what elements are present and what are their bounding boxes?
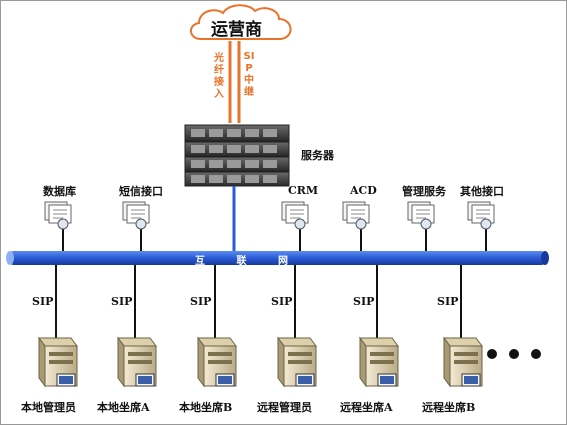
operator-cloud xyxy=(190,4,292,40)
sip-label-local-admin: SIP xyxy=(32,295,54,308)
bottom-node-label-local-seat-a: 本地坐席A xyxy=(97,401,150,414)
bottom-node-label-remote-admin: 远程管理员 xyxy=(257,401,312,414)
top-node-label-mgmt: 管理服务 xyxy=(402,185,446,198)
more-dots-icon xyxy=(487,349,541,359)
sip-label-remote-admin: SIP xyxy=(271,295,293,308)
top-node-label-crm: CRM xyxy=(288,184,319,197)
sip-label-remote-seat-b: SIP xyxy=(437,295,459,308)
bottom-node-label-remote-seat-a: 远程坐席A xyxy=(340,401,393,414)
bottom-node-label-local-admin: 本地管理员 xyxy=(21,401,76,414)
bottom-node-label-local-seat-b: 本地坐席B xyxy=(179,401,233,414)
fiber-label: 光纤接入 xyxy=(214,53,224,100)
sip-trunk-label: SIP中继 xyxy=(243,51,255,98)
bottom-node-label-remote-seat-b: 远程坐席B xyxy=(422,401,476,414)
cloud-label: 运营商 xyxy=(211,20,262,40)
internet-label: 互 联 网 xyxy=(195,256,302,267)
top-node-label-database: 数据库 xyxy=(43,185,76,198)
computer-tower-icon xyxy=(38,336,483,388)
server-icon xyxy=(184,124,290,187)
sip-label-local-seat-b: SIP xyxy=(190,295,212,308)
document-gear-icon xyxy=(44,201,495,230)
top-node-label-sms: 短信接口 xyxy=(119,185,163,198)
sip-label-local-seat-a: SIP xyxy=(111,295,133,308)
sip-label-remote-seat-a: SIP xyxy=(353,295,375,308)
server-label: 服务器 xyxy=(301,149,334,162)
internet-bus xyxy=(6,251,549,265)
top-node-label-acd: ACD xyxy=(350,184,377,197)
top-node-label-other: 其他接口 xyxy=(460,185,504,198)
